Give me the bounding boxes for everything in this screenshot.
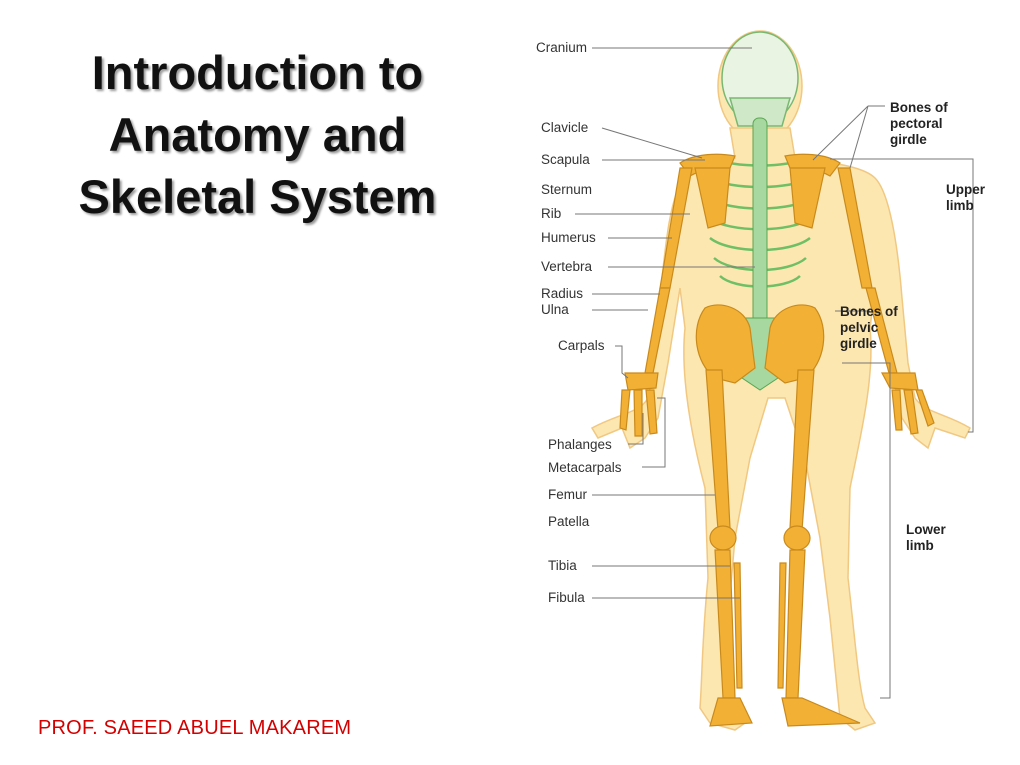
- label-tibia: Tibia: [548, 558, 577, 573]
- label-upper-limb: Upper limb: [946, 182, 985, 214]
- label-rib: Rib: [541, 206, 562, 221]
- slide-title: Introduction to Anatomy and Skeletal Sys…: [30, 42, 485, 228]
- skull: [721, 31, 799, 127]
- label-radius: Radius: [541, 286, 584, 301]
- label-vertebra: Vertebra: [541, 259, 593, 274]
- label-cranium: Cranium: [536, 40, 588, 55]
- upper-limb-bones: [619, 167, 935, 437]
- label-ulna: Ulna: [541, 302, 569, 317]
- label-pectoral-line-1: Bones of: [890, 100, 948, 115]
- label-pelvic-line-3: girdle: [840, 336, 877, 351]
- leader-lines: [575, 47, 974, 699]
- label-upper-line-2: limb: [946, 198, 974, 213]
- label-upper-line-1: Upper: [946, 182, 986, 197]
- skeleton-illustration: [575, 30, 974, 731]
- label-femur: Femur: [548, 487, 588, 502]
- label-phalanges: Phalanges: [548, 437, 612, 452]
- label-pectoral-line-2: pectoral: [890, 116, 943, 131]
- label-carpals: Carpals: [558, 338, 605, 353]
- label-pelvic-line-2: pelvic: [840, 320, 879, 335]
- title-line-2: Anatomy and: [108, 108, 407, 161]
- pectoral-girdle: [679, 153, 841, 229]
- label-lower-limb: Lower limb: [906, 522, 946, 554]
- label-fibula: Fibula: [548, 590, 585, 605]
- label-patella: Patella: [548, 514, 590, 529]
- label-metacarpals: Metacarpals: [548, 460, 622, 475]
- label-lower-line-1: Lower: [906, 522, 946, 537]
- label-scapula: Scapula: [541, 152, 590, 167]
- title-line-3: Skeletal System: [78, 170, 437, 223]
- label-humerus: Humerus: [541, 230, 596, 245]
- label-pelvic-girdle: Bones of pelvic girdle: [840, 304, 898, 352]
- label-lower-line-2: limb: [906, 538, 934, 553]
- title-line-1: Introduction to: [91, 46, 424, 99]
- author-name: PROF. SAEED ABUEL MAKAREM: [38, 717, 352, 739]
- pelvic-girdle: [695, 304, 825, 384]
- label-pectoral-girdle: Bones of pectoral girdle: [890, 100, 948, 148]
- label-sternum: Sternum: [541, 182, 593, 197]
- skeleton-figure: Cranium Clavicle Scapula Sternum Rib Hum…: [530, 18, 1005, 748]
- label-clavicle: Clavicle: [541, 120, 589, 135]
- label-pelvic-line-1: Bones of: [840, 304, 898, 319]
- label-pectoral-line-3: girdle: [890, 132, 927, 147]
- lower-limb-bones: [705, 369, 861, 727]
